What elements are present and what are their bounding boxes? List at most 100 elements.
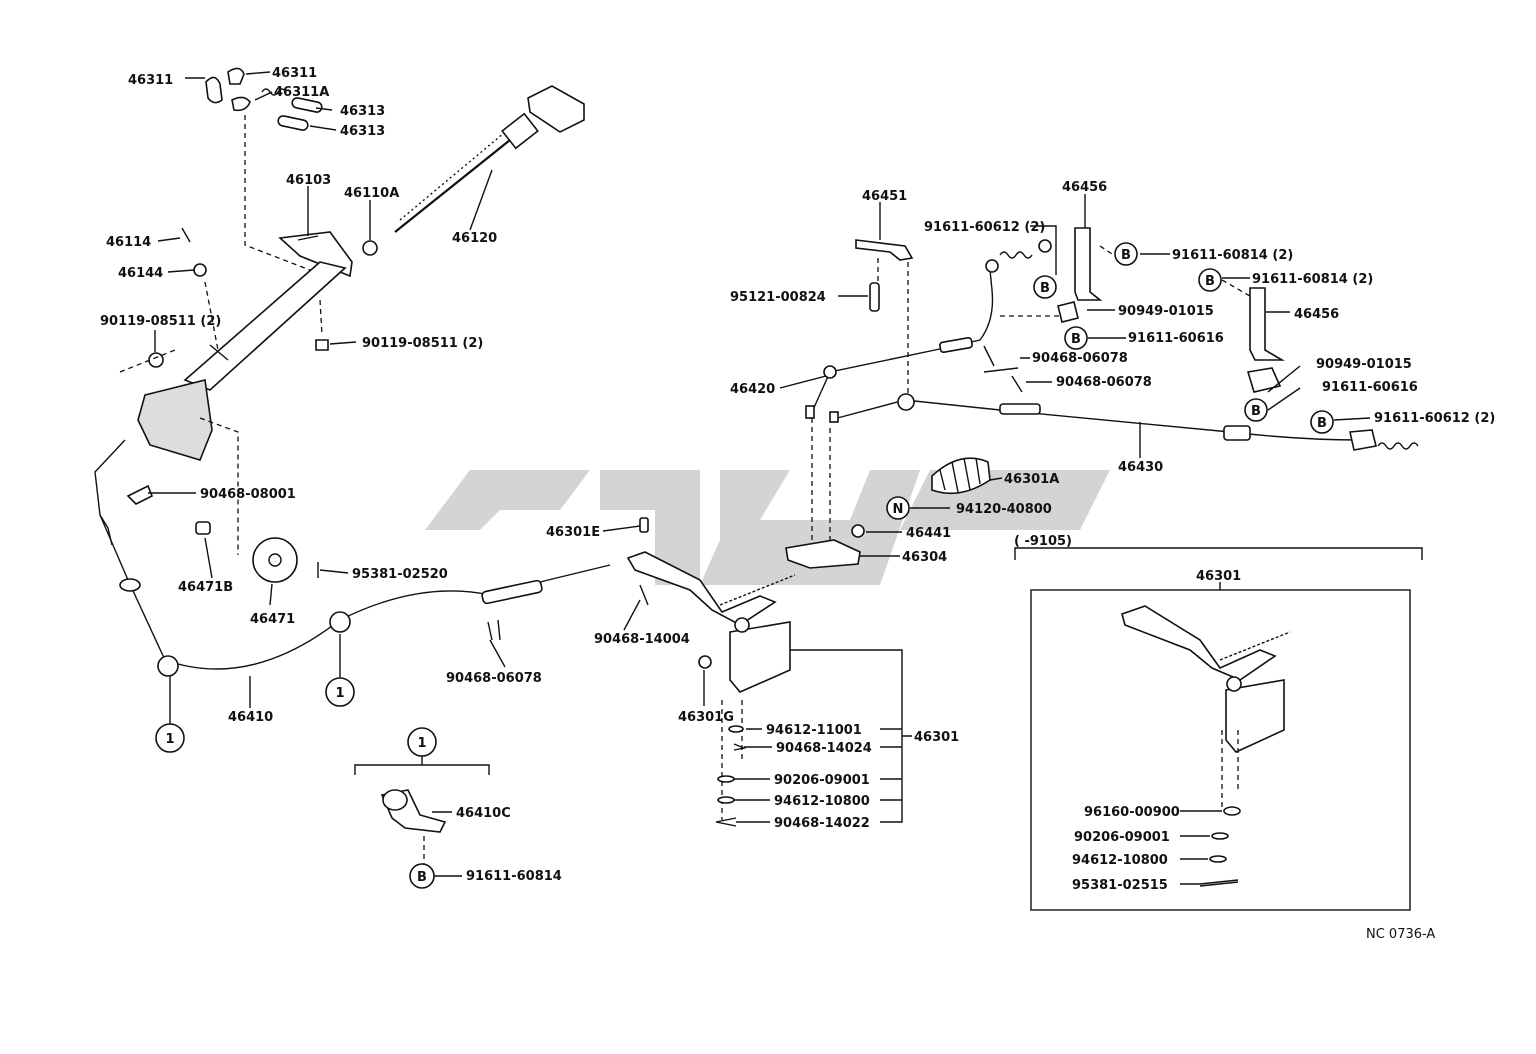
diagram-code: NC 0736-A — [1366, 927, 1435, 942]
cable-end-fitting-icon — [481, 579, 543, 605]
svg-text:B: B — [1121, 248, 1131, 263]
cotter-pin-icon — [715, 817, 737, 827]
washer-icon — [717, 796, 735, 804]
release-rod-icon — [394, 131, 521, 233]
watermark-logo — [425, 470, 1110, 585]
equalizer-assembly — [626, 517, 912, 827]
pin-part-icon — [869, 282, 880, 312]
boot-icon — [931, 457, 991, 495]
washer-icon — [1209, 855, 1227, 863]
part-number-label: 46110A — [344, 186, 399, 201]
grommet-icon — [119, 578, 141, 592]
cap-part-icon — [195, 521, 211, 535]
spring-coil-icon — [261, 88, 287, 96]
svg-text:1: 1 — [335, 686, 344, 701]
part-number-label: 90949-01015 — [1118, 304, 1214, 319]
part-number-label: 90468-08001 — [200, 487, 296, 502]
cotter-pin-icon — [181, 227, 191, 243]
part-number-label: 90468-14004 — [594, 632, 690, 647]
right-rear-cable-icon — [829, 399, 1361, 441]
pulley-wheel-icon — [252, 537, 298, 583]
svg-text:1: 1 — [165, 732, 174, 747]
cable-bracket-icon — [1249, 287, 1285, 361]
part-number-label: 95381-02515 — [1072, 878, 1168, 893]
variant-inset — [1014, 547, 1423, 911]
bolt-part-icon — [148, 352, 164, 368]
part-number-label: 46410 — [228, 710, 273, 725]
cable-clamp-icon — [157, 655, 179, 677]
part-number-label: 90468-14024 — [776, 741, 872, 756]
part-number-label: 46311 — [272, 66, 317, 81]
part-number-label: 46103 — [286, 173, 331, 188]
threaded-rod-icon — [719, 574, 796, 606]
pin-part-icon — [277, 115, 309, 131]
part-number-label: 46451 — [862, 189, 907, 204]
part-number-label: 46301 — [914, 730, 959, 745]
cable-clamp-icon — [329, 611, 351, 633]
part-number-label: 96160-00900 — [1084, 805, 1180, 820]
part-number-label: 46471B — [178, 580, 233, 595]
reference-marker-1b: 1 — [325, 634, 355, 707]
pawl-part-icon — [227, 67, 245, 85]
washer-icon — [1223, 806, 1241, 816]
part-number-label: ( -9105) — [1014, 534, 1072, 549]
equalizer-icon — [785, 539, 861, 569]
cable-bracket-icon — [1074, 227, 1103, 301]
part-number-label: 46456 — [1062, 180, 1107, 195]
part-number-label: 95121-00824 — [730, 290, 826, 305]
part-number-label: 46144 — [118, 266, 163, 281]
part-number-label: 91611-60814 (2) — [1252, 272, 1373, 287]
pin-part-icon — [193, 263, 207, 277]
part-number-label: 46311A — [274, 85, 329, 100]
part-number-label: 90119-08511 (2) — [362, 336, 483, 351]
intermediate-lever-icon — [626, 551, 777, 626]
nut-n-marker: N — [886, 496, 910, 520]
svg-text:N: N — [893, 502, 904, 517]
part-number-label: 46456 — [1294, 307, 1339, 322]
sleeve-part-icon — [362, 240, 378, 256]
clip-part-icon — [733, 743, 747, 751]
pin-part-icon — [639, 584, 649, 606]
svg-text:B: B — [417, 870, 427, 885]
spring-coil-icon — [999, 251, 1033, 259]
part-number-label: 91611-60616 — [1322, 380, 1418, 395]
clip-part-icon — [1057, 301, 1079, 323]
bracket-part-icon — [855, 239, 914, 261]
part-number-label: 91611-60814 — [466, 869, 562, 884]
rear-cable-assembly — [785, 227, 1419, 569]
part-number-label: 46304 — [902, 550, 947, 565]
part-number-label: 90206-09001 — [1074, 830, 1170, 845]
pawl-part-icon — [205, 76, 223, 104]
part-labels: 46311 46311 46311A 46313 46313 46103 461… — [100, 66, 1495, 893]
spring-coil-icon — [1377, 442, 1419, 450]
spacer-part-icon — [851, 524, 865, 538]
part-number-label: 91611-60612 (2) — [1374, 411, 1495, 426]
part-number-label: 46120 — [452, 231, 497, 246]
reference-marker-1a: 1 — [155, 676, 185, 753]
svg-text:B: B — [1205, 274, 1215, 289]
part-number-label: 46430 — [1118, 460, 1163, 475]
nut-part-icon — [698, 655, 712, 669]
part-number-label: 94612-10800 — [1072, 853, 1168, 868]
release-handle-icon — [527, 85, 585, 133]
part-number-label: 46441 — [906, 526, 951, 541]
part-number-label: 95381-02520 — [352, 567, 448, 582]
clamp-inset: 1 B — [354, 727, 490, 889]
washer-icon — [1211, 832, 1229, 840]
svg-text:B: B — [1040, 281, 1050, 296]
part-number-label: 46311 — [128, 73, 173, 88]
part-number-label: 90468-06078 — [446, 671, 542, 686]
part-number-label: 46301A — [1004, 472, 1059, 487]
svg-text:1: 1 — [417, 736, 426, 751]
cable-end-icon — [805, 405, 815, 419]
bolt-b-markers: B B B B B B — [1033, 242, 1334, 434]
part-number-label: 46301G — [678, 710, 734, 725]
part-number-label: 46313 — [340, 124, 385, 139]
spring-part-icon — [231, 96, 251, 112]
part-number-label: 46301E — [546, 525, 600, 540]
part-number-label: 94612-11001 — [766, 723, 862, 738]
intermediate-lever-icon — [1121, 605, 1277, 681]
part-number-label: 46313 — [340, 104, 385, 119]
part-number-label: 90206-09001 — [774, 773, 870, 788]
